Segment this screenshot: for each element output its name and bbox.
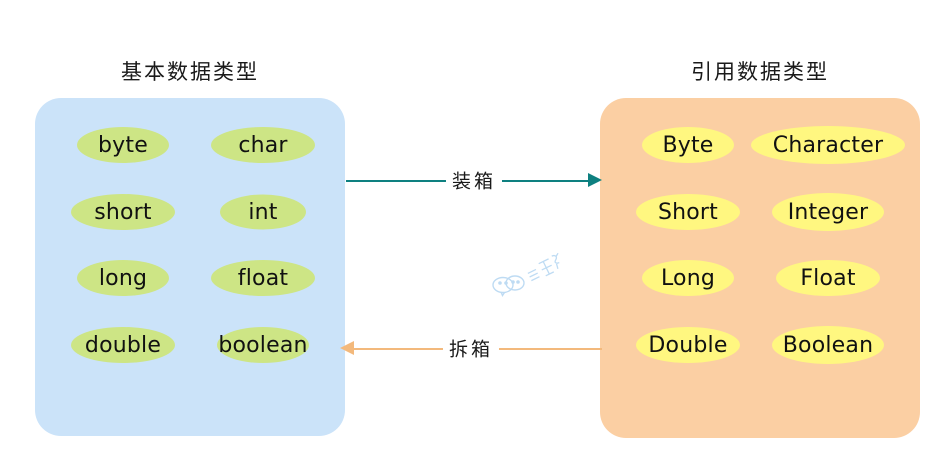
bubble-ellipse [217,327,309,363]
type-bubble-float[interactable]: float [203,258,323,298]
type-label: Float [800,265,856,291]
bubble-ellipse [77,127,169,163]
reference-types-panel: Byte Character Short Integer Long Float … [600,98,920,438]
bubble-ellipse [772,193,884,231]
type-label: Byte [662,132,714,158]
type-label: Double [648,332,728,358]
type-bubble-Boolean[interactable]: Boolean [768,325,888,365]
type-bubble-double[interactable]: double [63,325,183,365]
bubble-ellipse [211,260,315,296]
primitive-types-panel: byte char short int long float double [35,98,345,436]
boxing-arrow: 装箱 [346,166,602,194]
type-label: float [237,265,289,291]
type-label: Boolean [782,332,874,358]
unboxing-arrow: 拆箱 [340,334,602,362]
bubble-ellipse [642,127,734,163]
bubble-ellipse [776,260,880,296]
type-bubble-short[interactable]: short [63,192,183,232]
boxing-arrow-label: 装箱 [445,166,503,194]
type-bubble-char[interactable]: char [203,125,323,165]
bubble-ellipse [71,194,175,230]
type-bubble-Byte[interactable]: Byte [628,125,748,165]
type-bubble-Double[interactable]: Double [628,325,748,365]
type-label: double [84,332,162,358]
unboxing-arrow-label: 拆箱 [442,334,500,362]
reference-panel-title: 引用数据类型 [691,60,829,84]
type-bubble-Float[interactable]: Float [768,258,888,298]
type-label: boolean [218,332,308,358]
type-bubble-Integer[interactable]: Integer [768,192,888,232]
bubble-ellipse [77,260,169,296]
type-bubble-Long[interactable]: Long [628,258,748,298]
type-bubble-Character[interactable]: Character [751,125,905,165]
type-bubble-int[interactable]: int [203,192,323,232]
bubble-ellipse [636,327,740,363]
type-bubble-long[interactable]: long [63,258,183,298]
left-panel-title: 基本数据类型 [121,60,259,84]
bubble-ellipse [211,127,315,163]
type-label: Short [657,199,719,225]
type-label: Long [660,265,716,291]
type-label: int [248,199,278,225]
type-bubble-byte[interactable]: byte [63,125,183,165]
type-label: Character [772,132,884,158]
type-bubble-Short[interactable]: Short [628,192,748,232]
type-label: byte [98,132,148,158]
type-label: short [94,199,152,225]
watermark [488,252,568,300]
arrow-head-right-icon [588,173,602,187]
arrow-head-left-icon [340,341,354,355]
bubble-ellipse [642,260,734,296]
bubble-ellipse [71,327,175,363]
bubble-ellipse [772,326,884,364]
type-label: char [238,132,288,158]
wechat-chat-bubbles-icon [492,252,560,297]
bubble-ellipse [220,194,306,230]
type-label: long [98,265,148,291]
bubble-ellipse [636,194,740,230]
type-bubble-boolean[interactable]: boolean [203,325,323,365]
bubble-ellipse [751,126,905,164]
type-label: Integer [787,199,869,225]
